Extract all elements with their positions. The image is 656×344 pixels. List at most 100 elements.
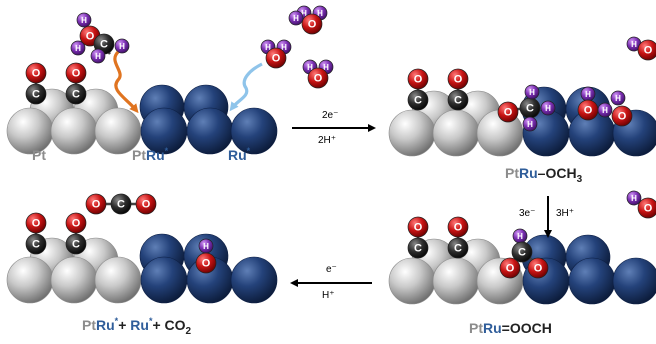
oxygen-atom: O (307, 67, 329, 89)
hydrogen-atom-symbol: H (615, 94, 621, 103)
label-ptru-ooch: PtRu=OOCH (469, 320, 552, 336)
hydrogen-atom-symbol: H (75, 44, 81, 53)
pt-atom (94, 256, 142, 304)
oxygen-atom: O (85, 193, 107, 215)
hydrogen-atom-symbol: H (585, 90, 591, 99)
hydrogen-atom-symbol: H (602, 106, 608, 115)
oxygen-atom-symbol: O (86, 31, 95, 43)
carbon-atom-symbol: C (454, 243, 462, 255)
pt-atom (432, 109, 480, 157)
hydrogen-atom-symbol: H (281, 43, 287, 52)
step3-electron-label: e⁻ (326, 264, 337, 275)
carbon-atom: C (407, 237, 429, 259)
oxygen-atom-symbol: O (32, 218, 41, 230)
hydrogen-atom-symbol: H (529, 88, 535, 97)
pt-atom (50, 107, 98, 155)
hydrogen-atom: H (626, 190, 642, 206)
hydrogen-atom-symbol: H (81, 16, 87, 25)
oxygen-atom: O (527, 257, 549, 279)
pt-atom (6, 256, 54, 304)
step2-electrons-label: 3e⁻ (519, 208, 535, 219)
hydrogen-atom-symbol: H (527, 120, 533, 129)
carbon-atom-symbol: C (518, 247, 526, 259)
step1-electrons-label: 2e⁻ (322, 110, 338, 121)
hydrogen-atom-symbol: H (307, 63, 313, 72)
oxygen-atom: O (65, 212, 87, 234)
oxygen-atom-symbol: O (32, 68, 41, 80)
hydrogen-atom: H (540, 100, 556, 116)
hydrogen-atom-symbol: H (631, 40, 637, 49)
hydrogen-atom-symbol: H (119, 42, 125, 51)
carbon-atom-symbol: C (117, 199, 125, 211)
hydrogen-atom: H (114, 38, 130, 54)
pt-atom (50, 256, 98, 304)
ru-atom (568, 257, 616, 305)
carbon-atom-symbol: C (414, 95, 422, 107)
oxygen-atom: O (499, 257, 521, 279)
carbon-atom: C (65, 233, 87, 255)
carbon-atom-symbol: C (414, 243, 422, 255)
hydrogen-atom-symbol: H (545, 104, 551, 113)
carbon-atom-symbol: C (32, 89, 40, 101)
oxygen-atom-symbol: O (308, 19, 317, 31)
surface-panel-1 (6, 84, 278, 155)
oxygen-atom-symbol: O (584, 105, 593, 117)
hydrogen-atom: H (512, 228, 528, 244)
oxygen-atom: O (497, 101, 519, 123)
orange-adsorption-arrow (113, 50, 139, 114)
hydrogen-atom: H (524, 84, 540, 100)
ru-atom (140, 256, 188, 304)
oxygen-atom-symbol: O (272, 53, 281, 65)
oxygen-atom: O (447, 68, 469, 90)
label-products: PtRu*+ Ru*+ CO2 (82, 316, 192, 337)
hydrogen-atom-symbol: H (203, 242, 209, 251)
oxygen-atom-symbol: O (414, 222, 423, 234)
ru-atom (186, 107, 234, 155)
oxygen-atom-symbol: O (454, 74, 463, 86)
hydrogen-atom-symbol: H (323, 63, 329, 72)
oxygen-atom: O (135, 193, 157, 215)
oxygen-atom: O (195, 252, 217, 274)
blue-adsorption-arrow (229, 62, 263, 112)
oxygen-atom: O (637, 197, 656, 219)
oxygen-atom: O (577, 99, 599, 121)
ru-atom (230, 256, 278, 304)
carbon-atom: C (511, 241, 533, 263)
hydrogen-atom: H (90, 48, 106, 64)
oxygen-atom-symbol: O (142, 199, 151, 211)
carbon-atom-symbol: C (526, 103, 534, 115)
pt-atom (388, 109, 436, 157)
carbon-atom-symbol: C (100, 39, 108, 51)
hydrogen-atom-symbol: H (517, 232, 523, 241)
hydrogen-atom: H (288, 10, 304, 26)
hydrogen-atom-symbol: H (301, 9, 307, 18)
carbon-atom: C (110, 193, 132, 215)
oxygen-atom-symbol: O (414, 74, 423, 86)
label-ru-site: Ru* (228, 146, 251, 163)
oxygen-atom-symbol: O (72, 218, 81, 230)
oxygen-atom-symbol: O (506, 263, 515, 275)
step1-protons-label: 2H⁺ (318, 135, 336, 146)
hydrogen-atom-symbol: H (95, 52, 101, 61)
ru-atom (612, 257, 656, 305)
carbon-atom: C (447, 89, 469, 111)
hydrogen-atom: H (580, 86, 596, 102)
carbon-atom-symbol: C (72, 89, 80, 101)
carbon-atom: C (407, 89, 429, 111)
step3-proton-label: H⁺ (322, 290, 335, 301)
oxygen-atom-symbol: O (202, 258, 211, 270)
oxygen-atom-symbol: O (534, 263, 543, 275)
carbon-atom: C (25, 233, 47, 255)
oxygen-atom-symbol: O (92, 199, 101, 211)
hydrogen-atom-symbol: H (265, 43, 271, 52)
pt-atom (388, 257, 436, 305)
oxygen-atom-symbol: O (454, 222, 463, 234)
carbon-atom-symbol: C (72, 239, 80, 251)
hydrogen-atom: H (76, 12, 92, 28)
carbon-atom-symbol: C (32, 239, 40, 251)
oxygen-atom: O (637, 39, 656, 61)
pt-atom (432, 257, 480, 305)
oxygen-atom: O (611, 105, 633, 127)
oxygen-atom-symbol: O (314, 73, 323, 85)
